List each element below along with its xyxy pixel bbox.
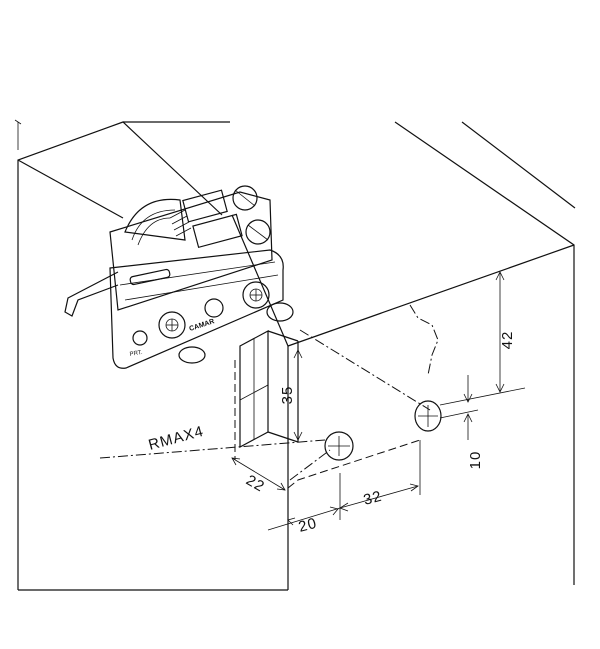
dimension-20: 20: [267, 495, 341, 536]
dimension-32: 32: [339, 440, 421, 520]
drill-hole-right: [414, 400, 442, 432]
fixing-screws: [132, 281, 270, 346]
dimension-32-label: 32: [362, 488, 384, 509]
dimension-10: 10: [439, 375, 484, 470]
dimension-22: 22: [231, 457, 286, 496]
construction-lines: [234, 304, 439, 489]
radius-label: RMAX4: [147, 423, 206, 454]
dimension-22-label: 22: [243, 472, 268, 496]
drill-hole-left: [324, 431, 354, 461]
dimension-35: 35: [279, 349, 303, 441]
dimension-20-label: 20: [297, 515, 319, 536]
spring-assembly: [169, 185, 271, 249]
hinge-mechanism: CAMAR PRT.: [64, 185, 294, 369]
dimension-42-label: 42: [499, 331, 516, 350]
dimension-10-label: 10: [467, 451, 484, 470]
dimension-35-label: 35: [279, 386, 296, 405]
dimension-42: 42: [439, 271, 526, 406]
radius-callout: RMAX4: [99, 423, 326, 459]
roller-feet: [178, 302, 294, 364]
plate-marking: PRT.: [129, 350, 143, 358]
cabinet-outline: [14, 119, 576, 590]
drill-holes: [324, 400, 442, 461]
